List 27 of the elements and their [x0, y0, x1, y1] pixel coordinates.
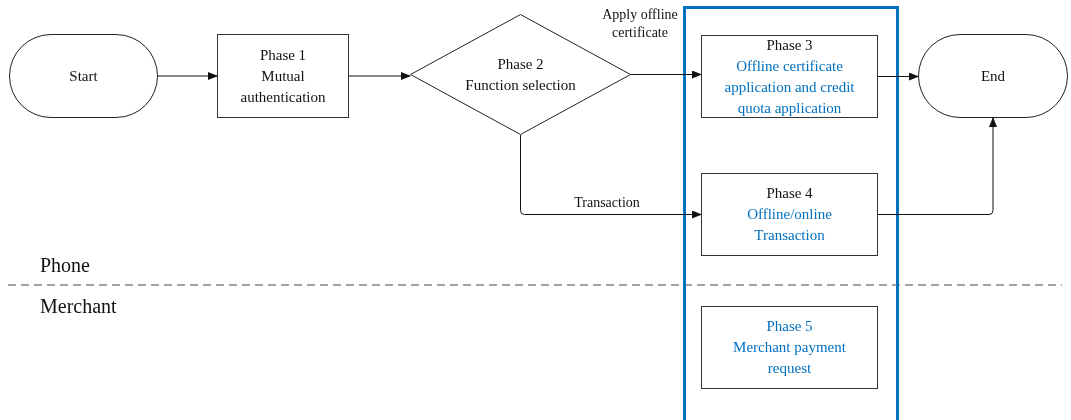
arrow: [520, 134, 702, 219]
node-text: End: [979, 66, 1007, 86]
process-box: [701, 306, 878, 389]
process-box: [701, 173, 878, 256]
arrow: [630, 70, 702, 79]
arrow: [877, 72, 919, 81]
process-box: [217, 34, 349, 118]
phase-title: Phase 3: [765, 35, 814, 55]
phase-title: Phase 4: [765, 184, 814, 203]
lane-label: Phone: [40, 253, 90, 277]
node-text: Start: [68, 66, 99, 86]
edge-label: Apply offline certificate: [601, 6, 679, 42]
arrow: [157, 72, 218, 80]
arrow: [877, 117, 997, 215]
node-text: Function selection: [464, 75, 577, 95]
highlight-frame: [683, 6, 899, 420]
node-text: Offline/online Transaction: [746, 205, 833, 245]
lane-label: Merchant: [40, 294, 117, 318]
phase-title: Phase 1: [258, 45, 308, 65]
edge-label: Transaction: [573, 194, 641, 212]
node-text: Mutual authentication: [239, 66, 327, 107]
phase-title: Phase 5: [765, 317, 814, 336]
arrow: [348, 72, 411, 80]
process-box: [701, 35, 878, 118]
node-text: Merchant payment request: [732, 338, 847, 378]
node-text: Offline certificate application and credit quota application: [723, 56, 856, 118]
phase-title: Phase 2: [496, 54, 545, 74]
